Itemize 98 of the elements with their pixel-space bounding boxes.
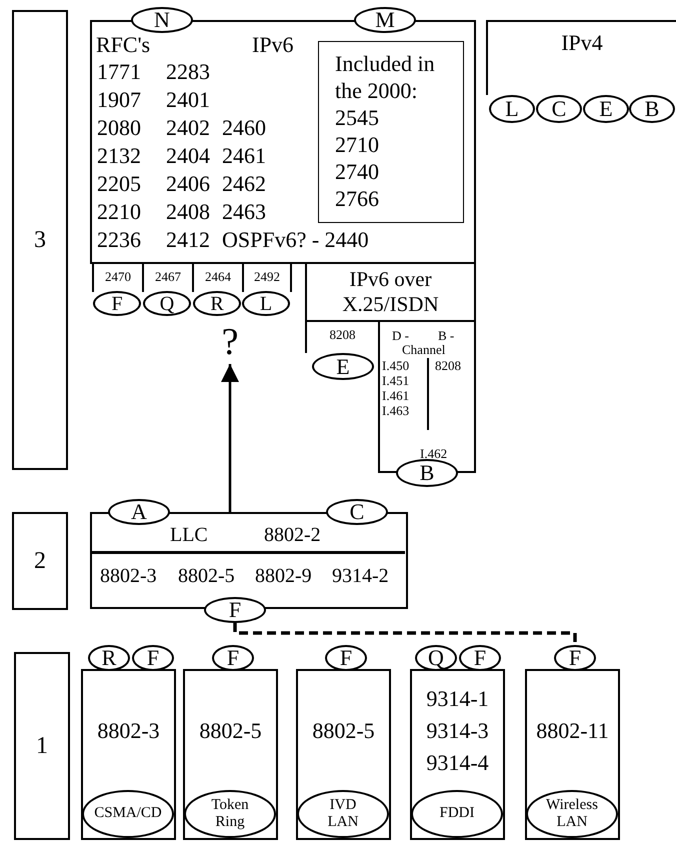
oval-tag: F — [325, 645, 367, 671]
oval-tag: N — [131, 7, 193, 33]
arrow — [221, 364, 239, 512]
rfc-number: 2710 — [335, 131, 379, 158]
protocol-heading: IPv6 over X.25/ISDN — [341, 267, 440, 317]
standard-number: I.451 — [382, 373, 410, 388]
oval-tag: B — [629, 95, 675, 123]
note-box — [318, 41, 464, 223]
medium-column — [296, 669, 391, 840]
standard-number: 9314-3 — [426, 716, 489, 744]
rfc-number: 2766 — [335, 185, 379, 212]
rfc-number: 2236 — [97, 227, 141, 253]
oval-tag: Token Ring — [184, 790, 276, 838]
oval-tag: F — [132, 645, 174, 671]
layer-box — [12, 10, 68, 470]
rfc-number: 2408 — [166, 199, 210, 225]
oval-tag: R — [88, 645, 130, 671]
layer-number: 2 — [34, 548, 46, 574]
standard-number: I.462 — [420, 446, 448, 461]
rfc-number: OSPFv6? - 2440 — [222, 227, 369, 253]
protocol-box — [305, 262, 476, 322]
rfc-number: 2210 — [97, 199, 141, 225]
layer-box — [12, 512, 68, 610]
rfc-number: 2463 — [222, 199, 266, 225]
standard-number: 8802-3 — [100, 564, 157, 588]
medium-column — [81, 669, 176, 840]
standard-number: 8802-9 — [255, 564, 312, 588]
standard-number: 8802-11 — [536, 716, 609, 744]
rfc-number: 2462 — [222, 171, 266, 197]
standard-number: I.463 — [382, 403, 410, 418]
standard-number: I.461 — [382, 388, 410, 403]
standard-number: 8802-2 — [264, 523, 321, 547]
standard-number: 8802-5 — [178, 564, 235, 588]
oval-tag: C — [536, 95, 582, 123]
oval-tag: Q — [143, 291, 191, 316]
rfc-number: 2132 — [97, 143, 141, 169]
oval-tag: IVD LAN — [297, 790, 389, 838]
standard-number: 8802-5 — [199, 716, 262, 744]
rfc-number: 1907 — [97, 87, 141, 113]
dashed-connector — [233, 623, 577, 645]
standard-number: I.450 — [382, 358, 410, 373]
rfc-number: 2080 — [97, 115, 141, 141]
channel-label: Channel — [402, 342, 446, 357]
rfc-number: 1771 — [97, 59, 141, 85]
standard-number: 9314-1 — [426, 684, 489, 712]
oval-tag: F — [459, 645, 501, 671]
oval-tag: Wireless LAN — [526, 790, 618, 838]
note-heading: Included in the 2000: — [335, 50, 436, 104]
oval-tag: L — [242, 291, 290, 316]
oval-tag: L — [489, 95, 535, 123]
rfc-number: 2402 — [166, 115, 210, 141]
rfc-number: 2464 — [205, 269, 231, 285]
medium-column — [410, 669, 505, 840]
standard-number: 8802-3 — [97, 716, 160, 744]
rfc-number: 2412 — [166, 227, 210, 253]
layer-box — [14, 652, 70, 840]
medium-column — [525, 669, 620, 840]
question-mark: ? — [212, 320, 248, 364]
oval-tag: E — [312, 353, 374, 380]
oval-tag: F — [554, 645, 596, 671]
column-heading: RFC's — [96, 32, 150, 58]
rfc-box — [242, 262, 292, 292]
channel-label: D - — [392, 328, 409, 343]
medium-column — [183, 669, 278, 840]
protocol-heading: IPv4 — [561, 30, 603, 56]
rfc-number: 8208 — [330, 327, 356, 343]
rfc-number: 2470 — [105, 269, 131, 285]
standard-number: 8208 — [435, 358, 461, 373]
oval-tag: Q — [415, 645, 457, 671]
rfc-number: 2545 — [335, 104, 379, 131]
oval-tag: R — [193, 291, 241, 316]
rfc-number: 2467 — [155, 269, 181, 285]
layer-number: 3 — [34, 226, 46, 254]
protocol-heading: IPv6 — [252, 32, 294, 58]
rfc-number: 2406 — [166, 171, 210, 197]
rfc-number: 2205 — [97, 171, 141, 197]
rfc-number: 2461 — [222, 143, 266, 169]
protocol-box — [486, 20, 676, 95]
rfc-number: 2492 — [254, 269, 280, 285]
rfc-number: 2283 — [166, 59, 210, 85]
oval-tag: E — [583, 95, 629, 123]
protocol-heading: LLC — [170, 523, 208, 547]
rfc-number: 2460 — [222, 115, 266, 141]
rfc-number: 2740 — [335, 158, 379, 185]
standard-number: 9314-4 — [426, 748, 489, 776]
oval-tag: CSMA/CD — [82, 790, 174, 838]
layer-number: 1 — [36, 732, 48, 760]
standard-number: 8802-5 — [312, 716, 375, 744]
channel-label: B - — [438, 328, 454, 343]
oval-tag: F — [93, 291, 141, 316]
rfc-number: 2401 — [166, 87, 210, 113]
oval-tag: F — [212, 645, 254, 671]
rfc-number: 2404 — [166, 143, 210, 169]
oval-tag: FDDI — [411, 790, 503, 838]
oval-tag: M — [354, 7, 416, 33]
oval-tag: C — [326, 499, 388, 525]
standard-number: 9314-2 — [332, 564, 389, 588]
oval-tag: A — [108, 499, 170, 525]
